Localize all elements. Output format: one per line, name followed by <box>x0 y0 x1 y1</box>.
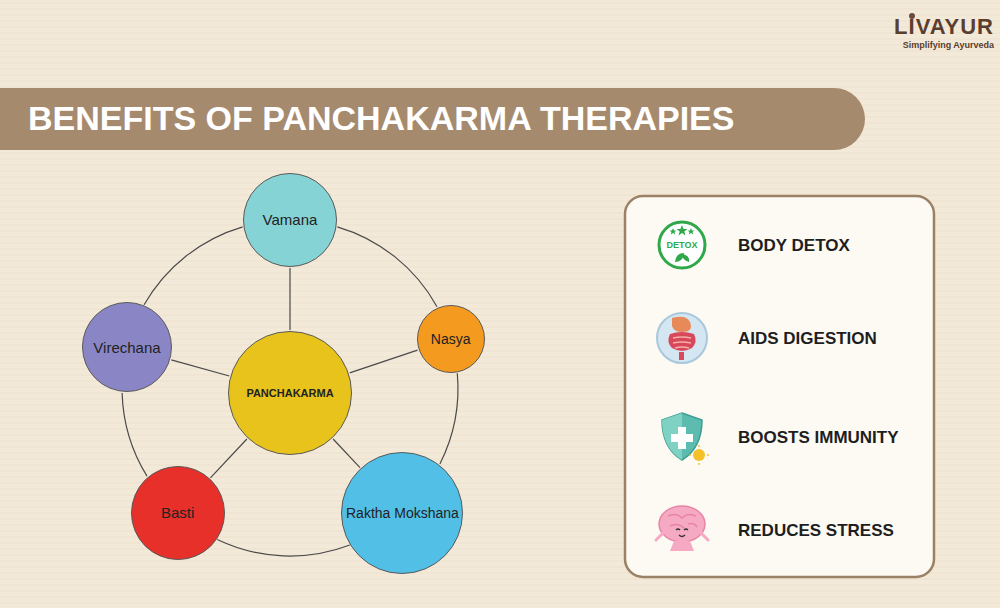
therapy-circle: Raktha Mokshana <box>341 452 463 574</box>
digestion-icon <box>657 313 707 363</box>
spoke-line <box>171 360 229 376</box>
ring-arc <box>144 227 243 305</box>
stress-icon <box>656 506 708 551</box>
spoke-line <box>350 350 418 373</box>
title: BENEFITS OF PANCHAKARMA THERAPIES <box>28 99 734 138</box>
logo-tagline: Simplifying Ayurveda <box>903 40 994 50</box>
ring-arc <box>440 373 458 464</box>
ring-arc <box>122 393 147 476</box>
node-text: Nasya <box>431 331 471 347</box>
therapy-circle: Basti <box>131 466 225 560</box>
benefit-text: BOOSTS IMMUNITY <box>738 428 899 448</box>
node-text: PANCHAKARMA <box>246 387 333 400</box>
spoke-line <box>210 439 247 478</box>
spoke-line <box>333 439 360 468</box>
node-text: Virechana <box>93 339 160 356</box>
ring-arc <box>337 227 437 307</box>
detox-badge: DETOX <box>660 223 704 267</box>
benefit-text: REDUCES STRESS <box>738 521 894 541</box>
node-text: Raktha Mokshana <box>346 505 459 521</box>
benefits-panel <box>625 196 934 577</box>
node-text: DETOX <box>667 240 698 250</box>
therapy-circle: Vamana <box>243 173 337 267</box>
spoke-line <box>289 268 290 330</box>
immunity-icon <box>662 413 709 465</box>
logo-text: LIVAYUR <box>894 14 994 39</box>
center-circle: PANCHAKARMA <box>228 331 352 455</box>
node-text: Basti <box>161 504 194 521</box>
benefit-text: AIDS DIGESTION <box>738 329 877 349</box>
ring-arc <box>217 540 349 557</box>
title-band: BENEFITS OF PANCHAKARMA THERAPIES <box>0 88 865 150</box>
detox-icon <box>659 222 705 268</box>
therapy-circle: Nasya <box>417 305 485 373</box>
benefit-text: BODY DETOX <box>738 236 850 256</box>
therapy-circle: Virechana <box>82 302 172 392</box>
node-text: Vamana <box>263 211 318 228</box>
